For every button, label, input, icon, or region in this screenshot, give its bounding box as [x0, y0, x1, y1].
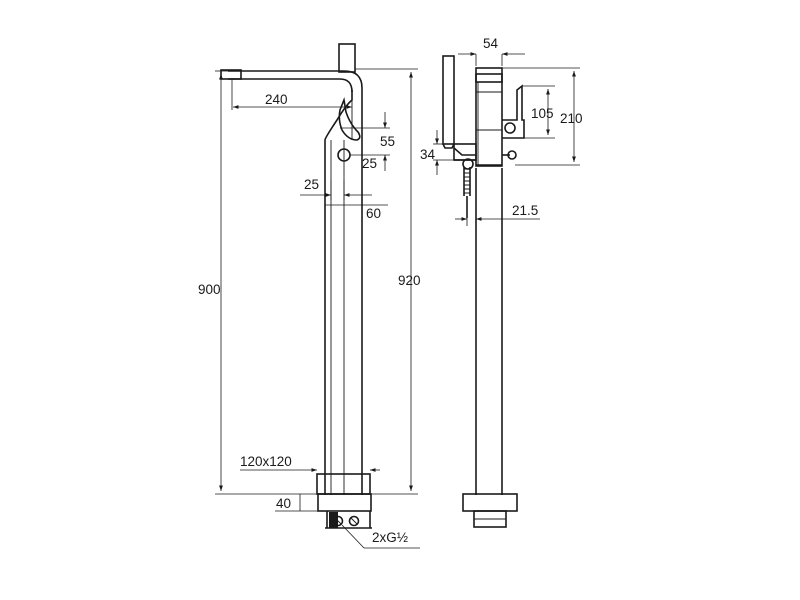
dim-120x120-label: 120x120 — [240, 454, 292, 469]
dim-25-handle-label: 25 — [362, 156, 377, 171]
side-hose — [463, 167, 471, 218]
dim-54: 54 — [458, 36, 525, 66]
front-base — [316, 473, 372, 529]
dim-21-5: 21.5 — [455, 203, 540, 226]
dim-920: 920 — [355, 68, 421, 495]
dim-55-label: 55 — [380, 134, 395, 149]
dim-210: 210 — [502, 67, 583, 166]
dim-210-label: 210 — [560, 111, 583, 126]
front-view: 240 55 25 25 60 — [198, 43, 421, 549]
dim-connection-label: 2xG½ — [372, 530, 408, 545]
side-view: 54 105 210 34 21.5 — [420, 36, 583, 528]
front-column — [324, 96, 363, 495]
dim-25: 25 — [300, 177, 372, 200]
dim-40-label: 40 — [276, 496, 291, 511]
dim-34: 34 — [420, 130, 454, 175]
dim-240-label: 240 — [265, 92, 288, 107]
dim-connection: 2xG½ — [341, 524, 420, 549]
side-hand-shower — [442, 55, 477, 170]
dim-60-label: 60 — [366, 206, 381, 221]
side-base — [462, 493, 518, 528]
dim-34-label: 34 — [420, 147, 436, 162]
side-diverter — [502, 150, 517, 160]
dim-55: 55 25 — [340, 112, 395, 171]
front-spout — [220, 69, 363, 96]
dim-40: 40 — [275, 494, 318, 512]
dim-60: 60 — [324, 196, 388, 221]
dim-900: 900 — [198, 70, 318, 495]
side-column — [475, 164, 503, 495]
dim-120x120: 120x120 — [240, 454, 380, 472]
dim-105-label: 105 — [531, 106, 554, 121]
dim-105: 105 — [522, 85, 555, 139]
side-lever — [502, 84, 525, 139]
dim-54-label: 54 — [483, 36, 499, 51]
dim-920-label: 920 — [398, 273, 421, 288]
dim-900-label: 900 — [198, 282, 221, 297]
side-upper-body — [475, 67, 503, 167]
dim-21-5-label: 21.5 — [512, 203, 538, 218]
front-handle — [324, 88, 361, 141]
dim-25-pipe-label: 25 — [304, 177, 319, 192]
dim-240: 240 — [231, 79, 352, 110]
front-top-cap — [338, 43, 356, 73]
